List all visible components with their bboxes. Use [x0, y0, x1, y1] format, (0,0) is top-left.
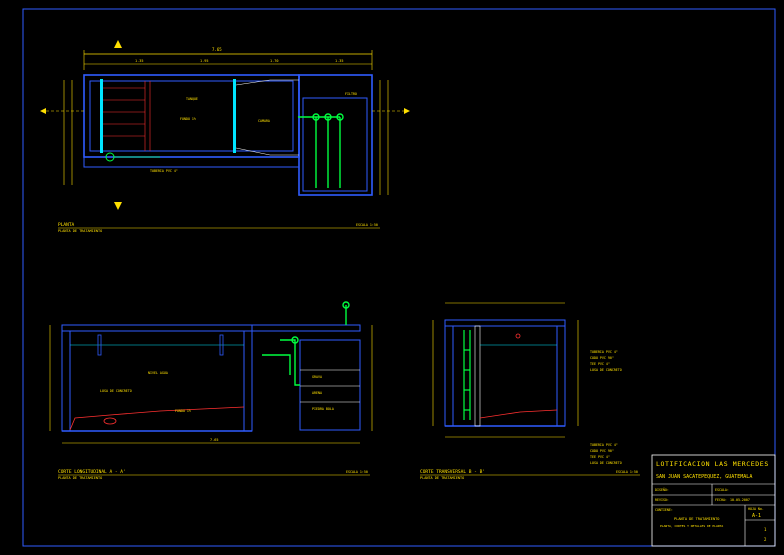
- tb-field-escala: ESCALA:: [715, 488, 729, 492]
- long-label-piedra: PIEDRA BOLA: [312, 407, 334, 411]
- long-overall-dim: 7.65: [210, 438, 218, 442]
- tb-sheet-code: A-1: [752, 513, 761, 519]
- trans-scale: ESCALA 1:50: [616, 470, 638, 474]
- long-title: CORTE LONGITUDINAL A - A': [58, 469, 126, 475]
- tb-location: SAN JUAN SACATEPEQUEZ, GUATEMALA: [656, 474, 752, 480]
- plan-overall-dim: 7.65: [212, 47, 222, 52]
- plan-dim-4: 1.35: [335, 59, 343, 63]
- trans-note-5: TUBERIA PVC 4": [590, 443, 618, 447]
- trans-note-4: LOSA DE CONCRETO: [590, 368, 622, 372]
- tb-contents-2: PLANTA, CORTES Y DETALLES DE PLANTA: [660, 524, 723, 528]
- trans-note-6: CODO PVC 90": [590, 449, 614, 453]
- tb-sheet-label: HOJA No.: [748, 507, 764, 511]
- tb-project: LOTIFICACION LAS MERCEDES: [656, 460, 769, 468]
- trans-note-1: TUBERIA PVC 4": [590, 350, 618, 354]
- sheet-border: [22, 8, 776, 547]
- plan-label-filtro: FILTRO: [345, 92, 357, 96]
- transversal-section: TUBERIA PVC 4" CODO PVC 90" TEE PVC 4" L…: [420, 302, 640, 480]
- plan-scale: ESCALA 1:50: [356, 223, 378, 227]
- plan-title: PLANTA: [58, 222, 75, 228]
- tb-field-diseno: DISEÑO:: [655, 487, 669, 492]
- trans-title: CORTE TRANSVERSAL B - B': [420, 469, 485, 475]
- plan-dim-3: 1.70: [270, 59, 278, 63]
- tb-field-fecha: FECHA:: [715, 498, 727, 502]
- long-label-nivel: NIVEL AGUA: [148, 371, 168, 375]
- trans-note-7: TEE PVC 4": [590, 455, 610, 459]
- long-label-losa: LOSA DE CONCRETO: [100, 389, 132, 393]
- tb-field-fecha-value: 10-05-2007: [730, 498, 750, 502]
- plan-subtitle: PLANTA DE TRATAMIENTO: [58, 229, 102, 233]
- long-scale: ESCALA 1:50: [346, 470, 368, 474]
- trans-note-2: CODO PVC 90": [590, 356, 614, 360]
- longitudinal-section: NIVEL AGUA LOSA DE CONCRETO FONDO 1% GRA…: [49, 301, 373, 480]
- plan-label-camara: CAMARA: [258, 119, 270, 123]
- tb-sheet-total: 2: [764, 537, 767, 542]
- tb-field-reviso: REVISO:: [655, 498, 669, 502]
- trans-note-3: TEE PVC 4": [590, 362, 610, 366]
- tb-contents-label: CONTIENE:: [655, 508, 673, 512]
- plan-dim-2: 1.95: [200, 59, 208, 63]
- long-label-arena: ARENA: [312, 391, 322, 395]
- tb-sheet-number: 1: [764, 527, 767, 532]
- plan-dim-1: 1.35: [135, 59, 143, 63]
- plan-label-fondo: FONDO 1%: [180, 117, 196, 121]
- plan-view: 7.65 1.35 1.95 1.70 1.35: [40, 40, 410, 233]
- trans-note-8: LOSA DE CONCRETO: [590, 461, 622, 465]
- long-subtitle: PLANTA DE TRATAMIENTO: [58, 476, 102, 480]
- long-label-fondo: FONDO 1%: [175, 409, 191, 413]
- plan-label-tanque: TANQUE: [186, 97, 198, 101]
- trans-subtitle: PLANTA DE TRATAMIENTO: [420, 476, 464, 480]
- plan-label-pipe: TUBERIA PVC 4": [150, 169, 178, 173]
- tb-contents-1: PLANTA DE TRATAMIENTO: [674, 517, 719, 521]
- title-block: LOTIFICACION LAS MERCEDES SAN JUAN SACAT…: [651, 454, 776, 547]
- long-label-grava: GRAVA: [312, 375, 322, 379]
